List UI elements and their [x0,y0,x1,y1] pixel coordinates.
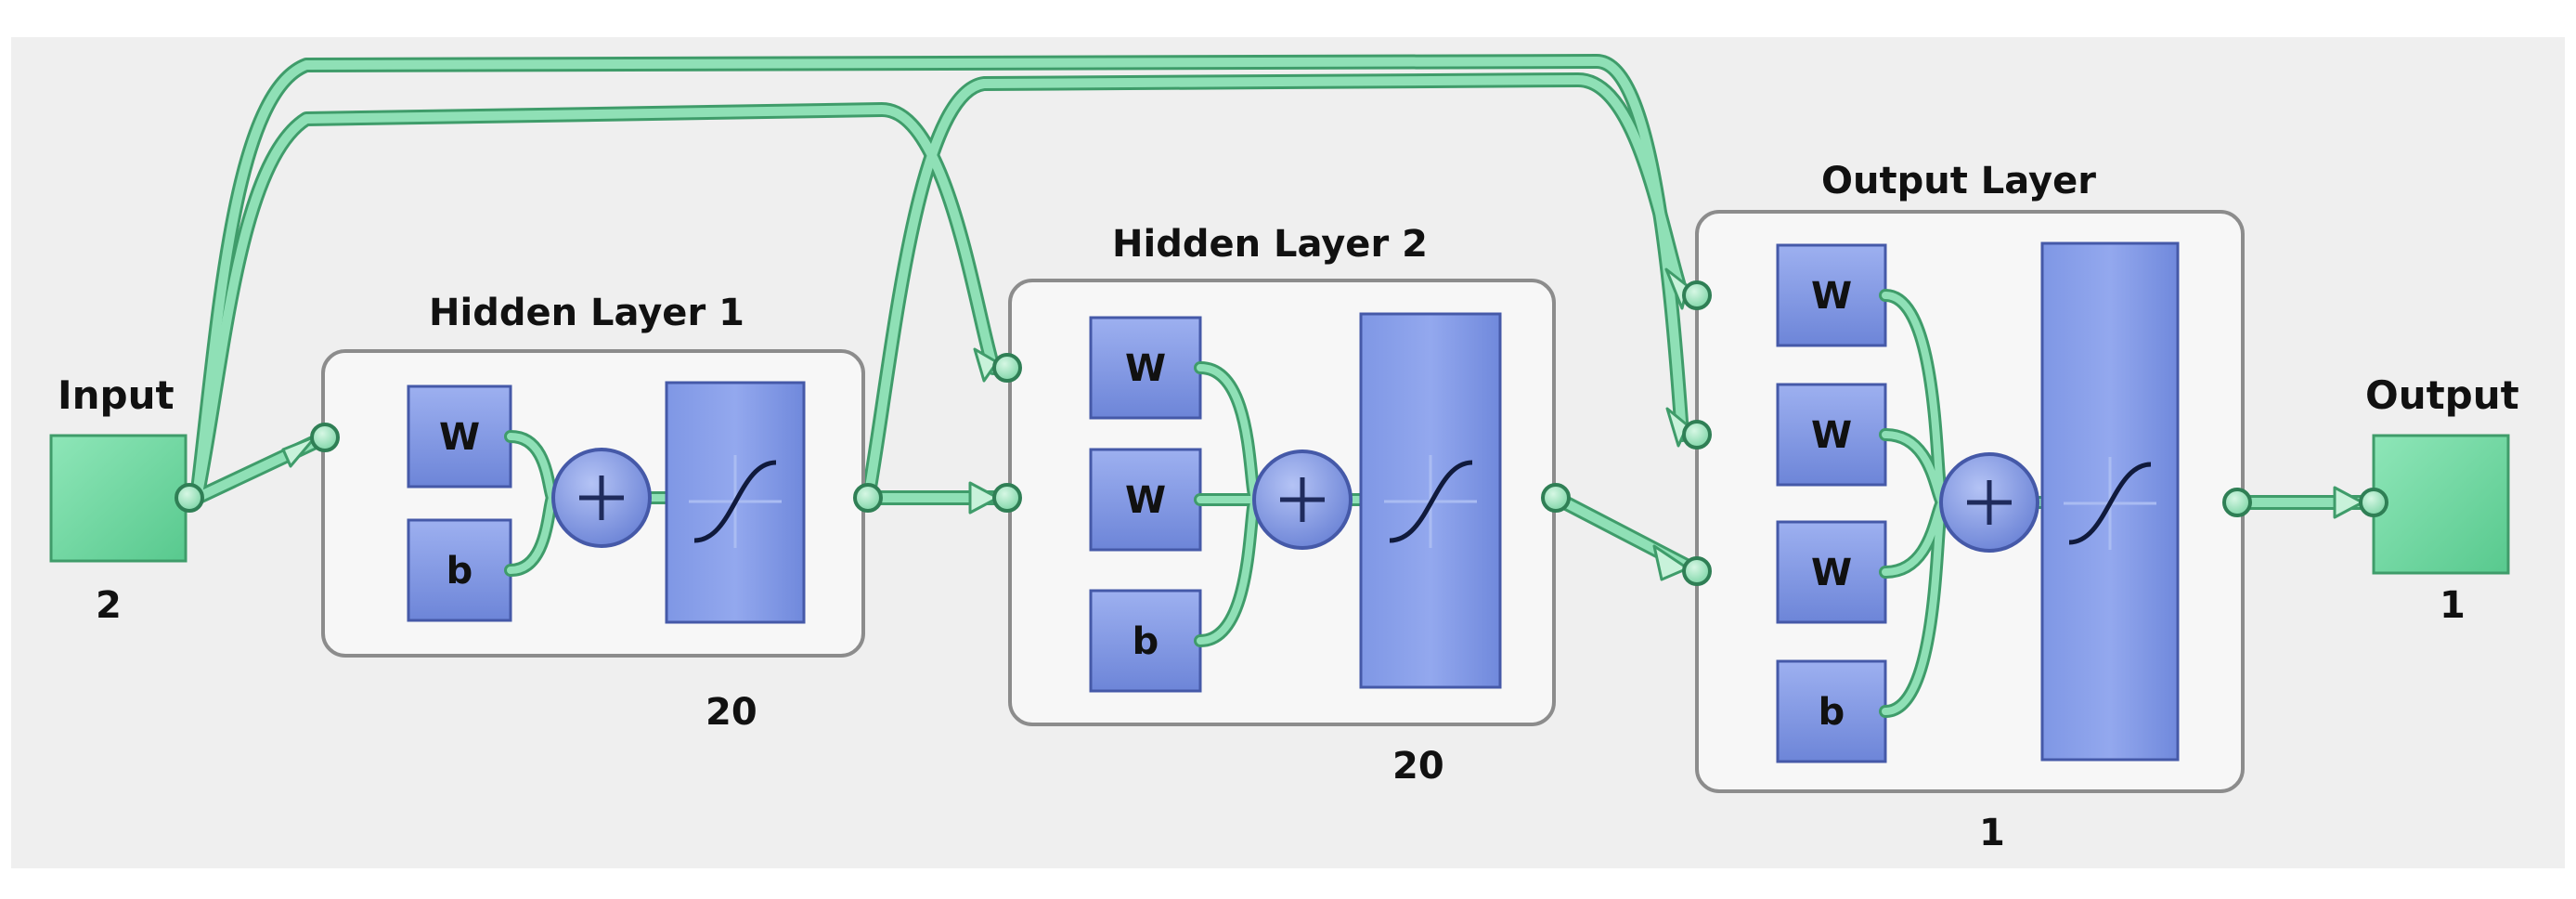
layer-title: Hidden Layer 1 [429,292,744,334]
weight-label: W [1811,275,1852,318]
junction-nodes [175,280,2388,586]
node-h1-in [310,423,340,452]
weight-label: W [1811,414,1852,457]
plus-icon [1939,452,2039,553]
weight-block [1776,383,1887,487]
layer-size: 20 [705,691,757,734]
arrow-into-ol3 [1652,544,1689,581]
input-label: Input [58,372,175,418]
arrow-into-output [2333,486,2364,519]
input-block: Input 2 [49,372,188,627]
node-ol-in-3 [1682,556,1712,586]
hidden-layer-1: Hidden Layer 1 W b 20 [321,292,865,734]
weight-label: W [1125,347,1166,390]
input-size: 2 [96,584,122,627]
weight-block [1089,316,1202,420]
node-input [175,483,204,513]
bias-block [407,518,512,622]
node-output [2359,488,2388,517]
node-h2-out [1541,483,1571,513]
weight-block [1776,520,1887,624]
layer-size: 1 [1979,812,2005,854]
node-ol-out [2222,488,2252,517]
arrow-into-h1 [281,435,317,468]
weight-block [1089,448,1202,552]
weight-block [1776,243,1887,347]
output-box [2372,434,2510,575]
layer-title: Hidden Layer 2 [1112,223,1428,266]
sigmoid-icon [2064,457,2156,550]
bias-label: b [1819,691,1845,734]
plus-icon [1252,450,1353,550]
node-ol-in-1 [1682,280,1712,310]
node-h1-out [853,483,883,513]
hidden-layer-2: Hidden Layer 2 W W b 20 [1008,223,1556,788]
input-box [49,434,188,563]
sigmoid-icon [1384,455,1477,548]
bias-label: b [1133,620,1159,663]
layer-title: Output Layer [1821,160,2096,202]
output-size: 1 [2440,584,2466,627]
output-block: Output 1 [2365,372,2519,627]
weight-block [407,384,512,489]
node-h2-in-a [992,353,1022,383]
weight-label: W [1125,479,1166,522]
layer-size: 20 [1392,745,1444,788]
arrow-into-h2a [973,347,999,383]
node-ol-in-2 [1682,420,1712,450]
sigmoid-icon [689,455,782,548]
output-layer: Output Layer W W W b [1695,160,2245,854]
weight-label: W [439,416,480,459]
weight-label: W [1811,552,1852,594]
bias-label: b [447,550,473,593]
output-label: Output [2365,372,2519,418]
plus-icon [551,448,652,548]
node-h2-in-b [992,483,1022,513]
arrow-into-h2b [968,481,1000,515]
